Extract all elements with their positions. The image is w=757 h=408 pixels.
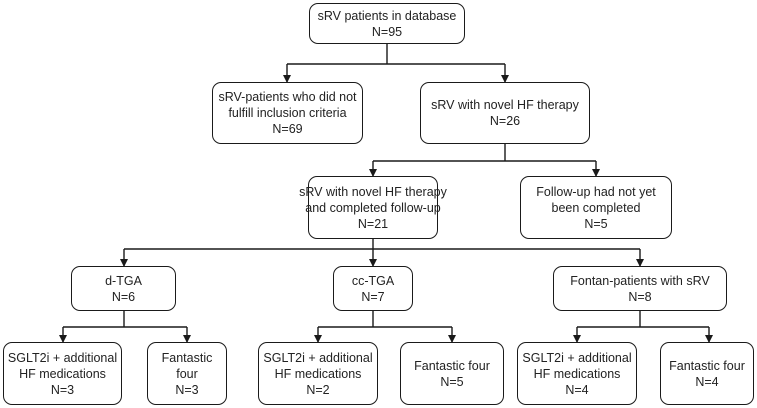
node-fontan-ff-line-2: N=4 — [695, 374, 719, 389]
node-cctga-ff-line-2: N=5 — [440, 374, 464, 389]
node-cctga-ff: Fantastic four N=5 — [400, 342, 504, 405]
node-novel-hf-line-2: N=26 — [489, 114, 521, 128]
node-dtga-ff-line-1: Fantastic — [161, 350, 213, 365]
node-cctga-sglt2i-line-3: N=2 — [306, 382, 330, 397]
node-fontan-line-1: Fontan-patients with sRV — [570, 273, 710, 288]
node-fontan-sglt2i: SGLT2i + additional HF medications N=4 — [517, 342, 637, 405]
node-not-completed: Follow-up had not yet been completed N=5 — [520, 176, 672, 239]
node-cctga-sglt2i-line-1: SGLT2i + additional — [263, 350, 373, 365]
node-excluded-line-1: sRV-patients who did not — [218, 90, 357, 104]
node-fontan-sglt2i-line-1: SGLT2i + additional — [522, 350, 632, 365]
node-dtga-ff: Fantastic four N=3 — [147, 342, 227, 405]
node-dtga-sglt2i-line-2: HF medications — [19, 366, 106, 381]
node-excluded: sRV-patients who did not fulfill inclusi… — [212, 82, 363, 144]
node-completed: sRV with novel HF therapy and completed … — [299, 176, 447, 239]
node-dtga-ff-line-3: N=3 — [175, 382, 199, 397]
node-database-line-2: N=95 — [371, 24, 403, 39]
node-database-line-1: sRV patients in database — [317, 8, 457, 23]
node-cctga-sglt2i-line-2: HF medications — [274, 366, 362, 381]
node-cctga-ff-line-1: Fantastic four — [414, 358, 490, 373]
node-fontan-sglt2i-line-2: HF medications — [533, 366, 621, 381]
node-completed-line-3: N=21 — [357, 216, 389, 231]
node-cctga-line-1: cc-TGA — [351, 273, 395, 288]
node-not-completed-line-2: been completed — [551, 200, 641, 215]
node-database: sRV patients in database N=95 — [309, 3, 465, 44]
node-dtga-ff-line-2: four — [176, 366, 198, 381]
node-fontan: Fontan-patients with sRV N=8 — [553, 266, 727, 311]
node-cctga-line-2: N=7 — [361, 289, 385, 304]
node-completed-line-1: sRV with novel HF therapy — [299, 184, 447, 199]
node-dtga-sglt2i: SGLT2i + additional HF medications N=3 — [3, 342, 122, 405]
node-cctga-sglt2i: SGLT2i + additional HF medications N=2 — [258, 342, 378, 405]
node-fontan-ff-line-1: Fantastic four — [669, 358, 745, 373]
node-dtga-sglt2i-line-1: SGLT2i + additional — [7, 350, 118, 365]
node-fontan-line-2: N=8 — [628, 289, 652, 304]
node-dtga-sglt2i-line-3: N=3 — [50, 382, 75, 397]
node-fontan-sglt2i-line-3: N=4 — [565, 382, 589, 397]
node-excluded-line-2: fulfill inclusion criteria — [228, 106, 347, 120]
node-dtga-line-1: d-TGA — [105, 273, 142, 288]
node-excluded-line-3: N=69 — [272, 122, 303, 136]
node-not-completed-line-3: N=5 — [584, 216, 608, 231]
node-cctga: cc-TGA N=7 — [333, 266, 413, 311]
node-fontan-ff: Fantastic four N=4 — [660, 342, 754, 405]
node-not-completed-line-1: Follow-up had not yet — [536, 184, 656, 199]
node-novel-hf: sRV with novel HF therapy N=26 — [420, 82, 590, 144]
node-dtga: d-TGA N=6 — [71, 266, 176, 311]
node-novel-hf-line-1: sRV with novel HF therapy — [431, 98, 579, 112]
node-completed-line-2: and completed follow-up — [305, 200, 441, 215]
node-dtga-line-2: N=6 — [111, 289, 136, 304]
